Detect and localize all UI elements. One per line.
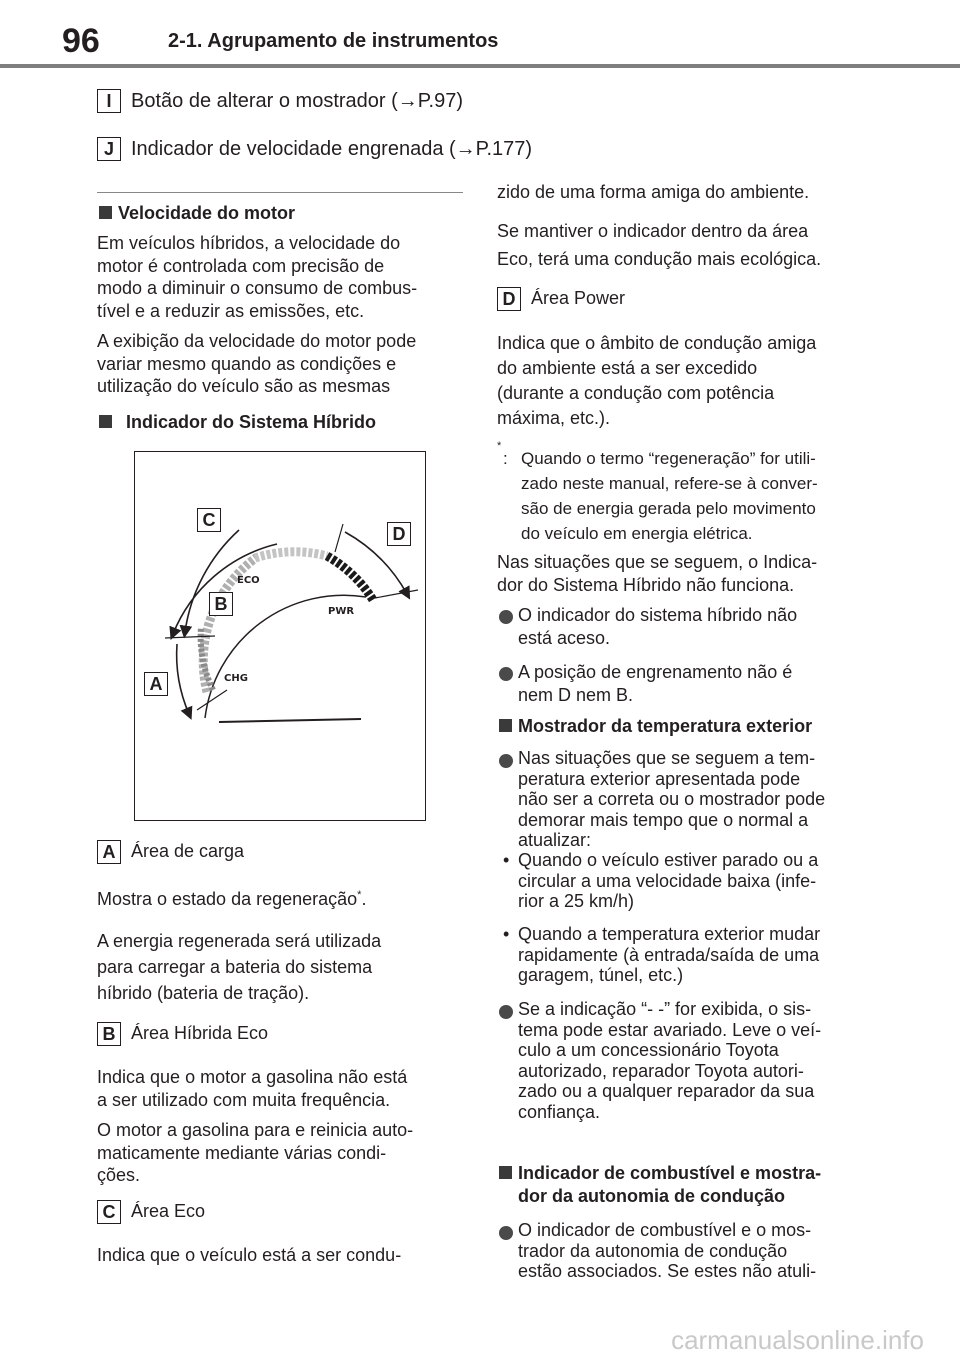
- divider: [97, 192, 463, 193]
- key-b: B: [97, 1022, 121, 1046]
- bullet-dot: [499, 1226, 513, 1240]
- para-c-cont: zido de uma forma amiga do ambiente.: [497, 182, 810, 202]
- bullet-dot: [499, 610, 513, 624]
- bullet-4: Se a indicação “- -” for exibida, o sis-…: [518, 999, 822, 1122]
- bullet-dot: [499, 754, 513, 768]
- key-d: D: [497, 287, 521, 311]
- key-a: A: [97, 840, 121, 864]
- hybrid-indicator-figure: ECO PWR CHG C D B A: [134, 451, 426, 821]
- sub-bullet-1-mark: •: [503, 850, 510, 870]
- label-chg: CHG: [224, 673, 248, 684]
- area-c-title: Área Eco: [131, 1201, 206, 1221]
- para-situations: Nas situações que se seguem, o Indica-do…: [497, 552, 818, 595]
- fig-key-b: B: [209, 592, 233, 616]
- label-eco: ECO: [237, 575, 260, 586]
- area-b-title: Área Híbrida Eco: [131, 1023, 269, 1043]
- charge-bar: [197, 626, 216, 692]
- key-i: I: [97, 89, 121, 113]
- eco-bar-top: [253, 547, 329, 563]
- sub-bullet-2-mark: •: [503, 924, 510, 944]
- note-mark: *: [497, 440, 502, 452]
- watermark: carmanualsonline.info: [671, 1325, 924, 1355]
- fig-key-c: C: [197, 508, 221, 532]
- heading-hybrid-indicator: Indicador do Sistema Híbrido: [99, 411, 376, 434]
- fig-key-d: D: [387, 522, 411, 546]
- bullet-dot: [499, 667, 513, 681]
- bullet-5: O indicador de combustível e o mos-trado…: [518, 1220, 817, 1281]
- power-bar: [324, 552, 377, 603]
- item-i-text: Botão de alterar o mostrador (→P.97): [131, 90, 464, 112]
- item-j-text: Indicador de velocidade engrenada (→P.17…: [131, 138, 533, 160]
- gauge-base-line: [218, 718, 362, 723]
- fig-key-a: A: [144, 672, 168, 696]
- section-title: 2-1. Agrupamento de instrumentos: [168, 30, 499, 52]
- gauge-illustration: ECO PWR CHG: [164, 523, 419, 723]
- bullet-3: Nas situações que se seguem a tem-peratu…: [518, 748, 826, 850]
- area-d-title: Área Power: [531, 288, 626, 308]
- key-c: C: [97, 1200, 121, 1224]
- label-pwr: PWR: [328, 606, 354, 617]
- page-number: 96: [62, 22, 100, 60]
- key-j: J: [97, 137, 121, 161]
- bullet-dot: [499, 1005, 513, 1019]
- heading-engine-speed: Velocidade do motor: [99, 202, 295, 225]
- para-b-2: O motor a gasolina para e reinicia auto-…: [97, 1120, 414, 1185]
- para-a-1: Mostra o estado da regeneração*.: [97, 889, 367, 909]
- heading-outside-temp: Mostrador da temperatura exterior: [499, 715, 812, 738]
- para-c-1: Indica que o veículo está a ser condu-: [97, 1245, 402, 1265]
- note-text: Quando o termo “regeneração” for utili-z…: [521, 449, 818, 543]
- eco-bar: [198, 553, 260, 694]
- note-colon: :: [503, 449, 508, 468]
- header-rule: [0, 64, 960, 68]
- heading-fuel-gauge: Indicador de combustível e mostra- dor d…: [499, 1162, 821, 1207]
- area-a-title: Área de carga: [131, 841, 245, 861]
